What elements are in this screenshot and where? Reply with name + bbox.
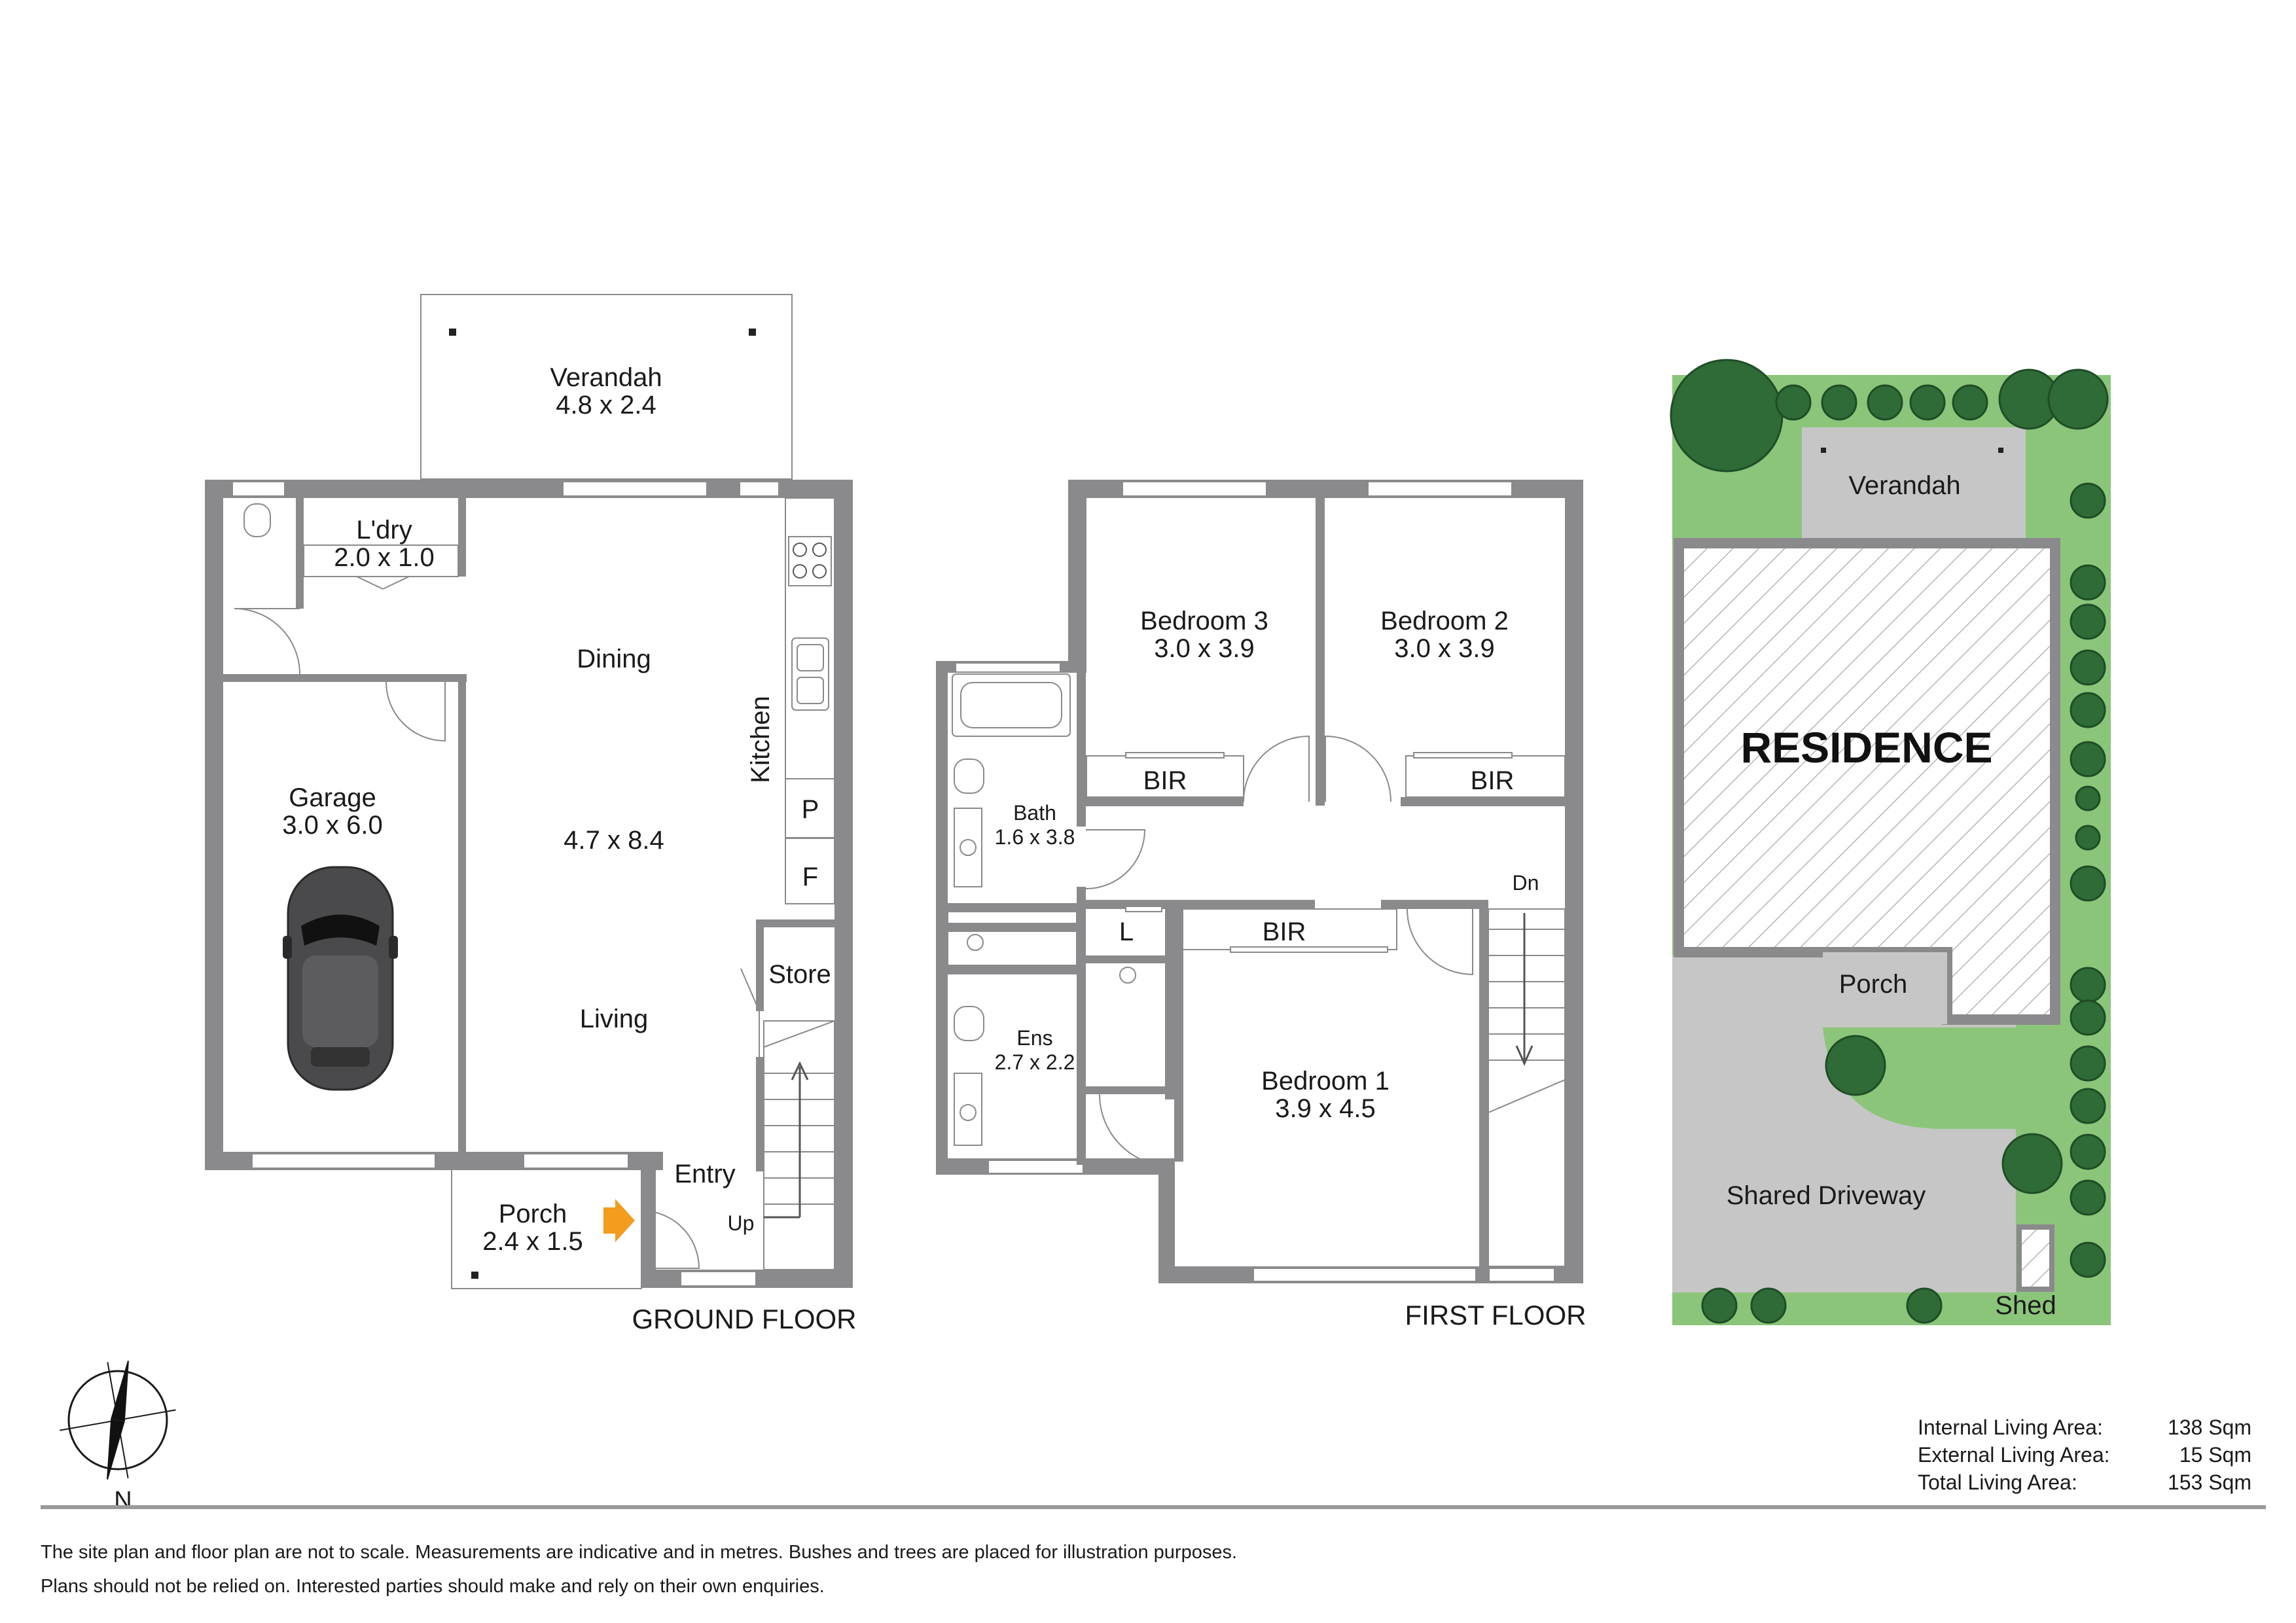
bathtub-icon (952, 673, 1071, 737)
bir-bedroom1-label: BIR (1263, 918, 1306, 946)
basin-icon (960, 839, 977, 856)
area-row-total: Total Living Area: 153 Sqm (1918, 1469, 2251, 1496)
area-label: Internal Living Area: (1918, 1416, 2103, 1439)
toilet-icon (954, 1006, 984, 1041)
disclaimer-line: The site plan and floor plan are not to … (41, 1542, 1238, 1563)
pantry-label: P (802, 795, 819, 824)
basin-icon (960, 1104, 977, 1121)
toilet-icon (954, 758, 984, 794)
bedroom3-label: Bedroom 3 (1140, 607, 1268, 635)
area-value: 153 Sqm (2167, 1471, 2251, 1494)
verandah-dims: 4.8 x 2.4 (556, 391, 656, 419)
cooktop-icon (788, 536, 832, 586)
entry-label: Entry (674, 1160, 735, 1188)
site-porch (1823, 952, 1947, 1024)
bedroom1-dims: 3.9 x 4.5 (1275, 1094, 1375, 1123)
store-label: Store (768, 960, 831, 989)
area-row-external: External Living Area: 15 Sqm (1918, 1441, 2251, 1469)
area-row-internal: Internal Living Area: 138 Sqm (1918, 1414, 2251, 1441)
laundry-label: L'dry (356, 516, 412, 544)
garage-label: Garage (289, 783, 376, 812)
entry-arrow-icon (603, 1199, 635, 1242)
bath-dims: 1.6 x 3.8 (995, 825, 1075, 849)
bedroom2-label: Bedroom 2 (1380, 607, 1509, 635)
area-value: 138 Sqm (2167, 1416, 2251, 1439)
site-driveway-label: Shared Driveway (1727, 1181, 1926, 1210)
compass-label: N (114, 1487, 132, 1514)
shower-icon (967, 934, 984, 951)
disclaimer-line: Plans should not be relied on. Intereste… (41, 1576, 825, 1597)
toilet-icon (243, 503, 271, 537)
separator-line (41, 1505, 2266, 1509)
bath-label: Bath (1013, 801, 1056, 825)
kitchen-label: Kitchen (746, 696, 775, 783)
linen-label: L (1119, 918, 1134, 946)
garage-dims: 3.0 x 6.0 (282, 811, 382, 840)
sink-icon (791, 637, 829, 711)
bedroom3-dims: 3.0 x 3.9 (1154, 634, 1254, 663)
stairs-up-label: Up (728, 1211, 755, 1235)
porch-post (471, 1272, 478, 1279)
bir-bedroom2-label: BIR (1471, 766, 1515, 795)
living-label: Living (580, 1005, 649, 1033)
verandah-post (449, 329, 456, 336)
bir-bedroom3-label: BIR (1143, 766, 1187, 795)
ground-floor-plan: Verandah 4.8 x 2.4 L'dry 2.0 x 1.0 Dinin… (205, 294, 857, 1334)
area-value: 15 Sqm (2179, 1443, 2251, 1467)
ground-floor-title: GROUND FLOOR (632, 1304, 856, 1334)
stairs-down-label: Dn (1513, 871, 1539, 895)
site-plan: Verandah RESIDENCE Porch Shared Driveway… (1670, 359, 2111, 1325)
first-floor-title: FIRST FLOOR (1405, 1300, 1587, 1330)
laundry-dims: 2.0 x 1.0 (334, 543, 434, 572)
first-floor-plan: Bedroom 3 3.0 x 3.9 Bedroom 2 3.0 x 3.9 … (936, 480, 1586, 1330)
verandah-outline (420, 294, 793, 480)
staircase-up (763, 1020, 835, 1270)
ensuite-label: Ens (1016, 1026, 1052, 1050)
area-label: External Living Area: (1918, 1443, 2110, 1467)
site-shed (2017, 1224, 2054, 1292)
staircase-down (1488, 908, 1566, 1267)
shower-icon (1119, 967, 1136, 984)
site-residence (1674, 538, 2060, 1025)
bedroom2-dims: 3.0 x 3.9 (1394, 634, 1494, 663)
site-verandah-label: Verandah (1848, 471, 1960, 500)
car-icon (283, 866, 398, 1091)
ensuite-dims: 2.7 x 2.2 (995, 1050, 1075, 1074)
bedroom1-label: Bedroom 1 (1261, 1067, 1390, 1096)
disclaimer: The site plan and floor plan are not to … (41, 1535, 1237, 1603)
site-residence-label: RESIDENCE (1740, 723, 1992, 772)
site-porch-label: Porch (1839, 970, 1908, 999)
site-shed-label: Shed (1995, 1291, 2056, 1320)
living-areas-table: Internal Living Area: 138 Sqm External L… (1918, 1414, 2251, 1496)
dining-label: Dining (577, 645, 651, 673)
north-arrow-icon (60, 1361, 176, 1480)
porch-label: Porch (499, 1200, 567, 1228)
site-verandah (1802, 427, 2026, 539)
verandah-label: Verandah (550, 363, 662, 392)
fridge-label: F (802, 863, 818, 891)
porch-dims: 2.4 x 1.5 (482, 1227, 583, 1256)
area-label: Total Living Area: (1918, 1471, 2077, 1494)
verandah-post (749, 329, 756, 336)
tree-icon (1670, 359, 2109, 1324)
living-dims: 4.7 x 8.4 (564, 826, 664, 855)
